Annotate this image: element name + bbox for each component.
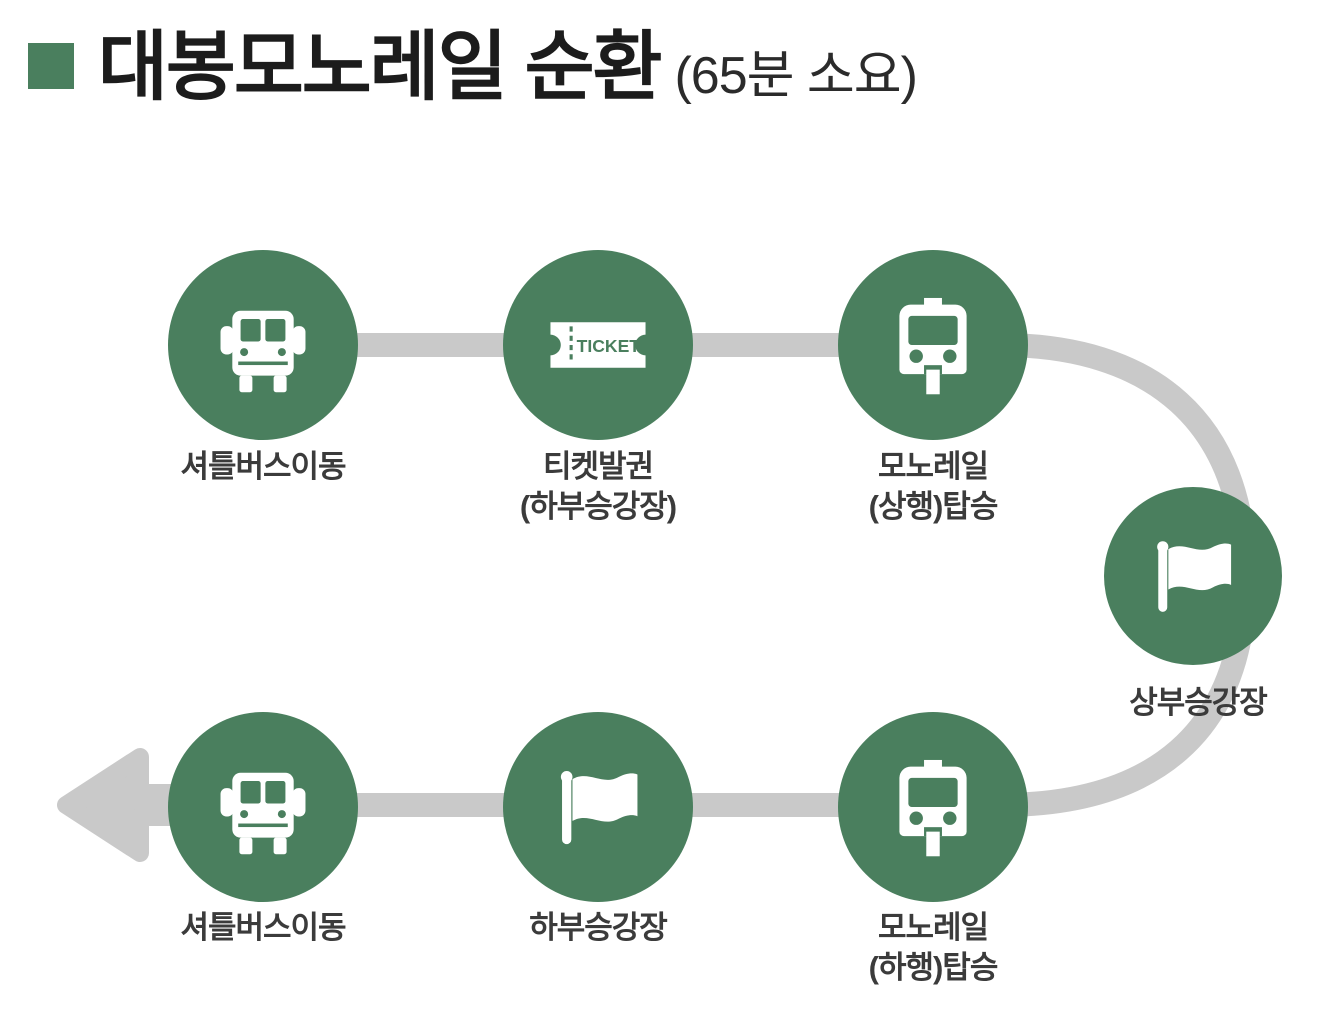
caption-line-1: 하부승강장 (529, 910, 668, 945)
caption-line-1: 상부승강장 (1129, 685, 1268, 720)
caption-monorail-descend: 모노레일 (하행)탑승 (783, 908, 1083, 987)
page-title: 대봉모노레일 순환 (65분 소요) (28, 25, 918, 110)
node-ticket-issue[interactable]: TICKET (503, 250, 693, 440)
ticket-icon: TICKET (550, 322, 646, 368)
caption-line-1: 모노레일 (877, 449, 989, 484)
node-shuttle-bus-top[interactable] (168, 250, 358, 440)
caption-lower-station: 하부승강장 (448, 908, 748, 948)
ticket-icon-text: TICKET (577, 336, 641, 356)
node-lower-station[interactable] (503, 712, 693, 902)
monorail-icon (899, 297, 967, 395)
caption-monorail-ascend: 모노레일 (상행)탑승 (783, 447, 1083, 526)
caption-line-1: 셔틀버스이동 (180, 910, 346, 945)
connector-bottom-2 (340, 793, 525, 817)
node-shuttle-bus-bottom[interactable] (168, 712, 358, 902)
caption-line-1: 티켓발권 (542, 449, 654, 484)
node-monorail-descend[interactable] (838, 712, 1028, 902)
caption-line-1: 모노레일 (877, 910, 989, 945)
bus-icon (220, 772, 306, 855)
caption-shuttle-bus-bottom: 셔틀버스이동 (113, 908, 413, 948)
connector-bottom-1 (675, 793, 860, 817)
flag-icon (1157, 541, 1232, 612)
node-upper-station[interactable] (1104, 487, 1282, 665)
caption-ticket-issue: 티켓발권 (하부승강장) (448, 447, 748, 526)
connector-top-2 (675, 333, 860, 357)
caption-line-2: (하행)탑승 (868, 949, 999, 985)
caption-line-2: (상행)탑승 (868, 488, 999, 524)
caption-line-2: (하부승강장) (519, 488, 677, 524)
node-monorail-ascend[interactable] (838, 250, 1028, 440)
connector-top-1 (340, 333, 525, 357)
flag-icon (560, 771, 638, 845)
bus-icon (220, 310, 306, 393)
caption-line-1: 셔틀버스이동 (180, 449, 346, 484)
title-bullet-square (28, 43, 74, 89)
caption-shuttle-bus-top: 셔틀버스이동 (113, 447, 413, 487)
title-main-text: 대봉모노레일 순환 (98, 25, 662, 110)
caption-upper-station: 상부승강장 (1043, 683, 1320, 723)
title-subtitle-text: (65분 소요) (674, 47, 917, 105)
monorail-icon (899, 759, 967, 857)
